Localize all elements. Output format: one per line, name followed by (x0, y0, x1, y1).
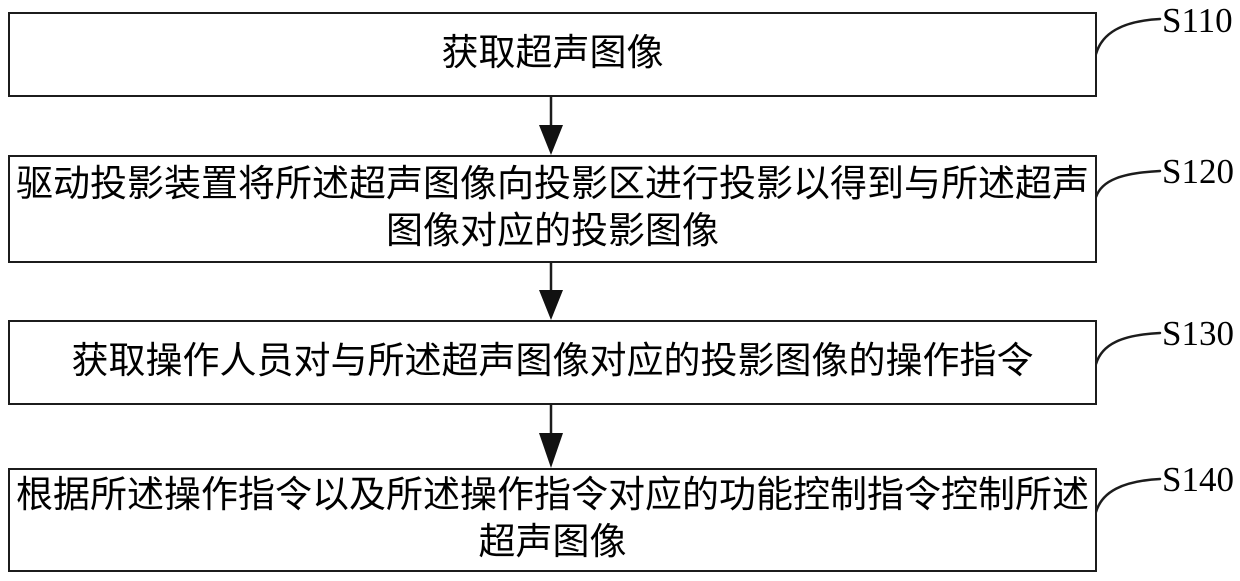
step-label-s130: S130 (1162, 314, 1234, 353)
leader-line-s110 (1094, 17, 1162, 56)
leader-line-s120 (1094, 169, 1162, 199)
flow-step-box-s130: 获取操作人员对与所述超声图像对应的投影图像的操作指令 (8, 320, 1097, 405)
flow-step-text: 获取操作人员对与所述超声图像对应的投影图像的操作指令 (71, 341, 1034, 383)
flow-step-text-line: 驱动投影装置将所述超声图像向投影区进行投影以得到与所述超声 (16, 164, 1089, 206)
flow-step-text-line: 图像对应的投影图像 (386, 211, 719, 252)
flow-step-box-s140: 根据所述操作指令以及所述操作指令对应的功能控制指令控制所述 超声图像 (8, 468, 1097, 572)
flow-step-text-line: 根据所述操作指令以及所述操作指令对应的功能控制指令控制所述 (16, 475, 1089, 517)
down-arrow-icon (539, 97, 563, 155)
flow-step-box-s120: 驱动投影装置将所述超声图像向投影区进行投影以得到与所述超声 图像对应的投影图像 (8, 155, 1097, 263)
down-arrow-icon (539, 405, 563, 468)
step-label-s110: S110 (1162, 1, 1233, 40)
step-label-s140: S140 (1162, 460, 1234, 499)
flow-step-box-s110: 获取超声图像 (8, 12, 1097, 97)
step-label-s120: S120 (1162, 152, 1234, 191)
down-arrow-icon (539, 263, 563, 320)
leader-line-s140 (1094, 477, 1162, 514)
flow-step-text: 获取超声图像 (441, 33, 664, 75)
leader-line-s130 (1094, 331, 1162, 366)
flow-step-text-line: 超声图像 (478, 522, 627, 563)
